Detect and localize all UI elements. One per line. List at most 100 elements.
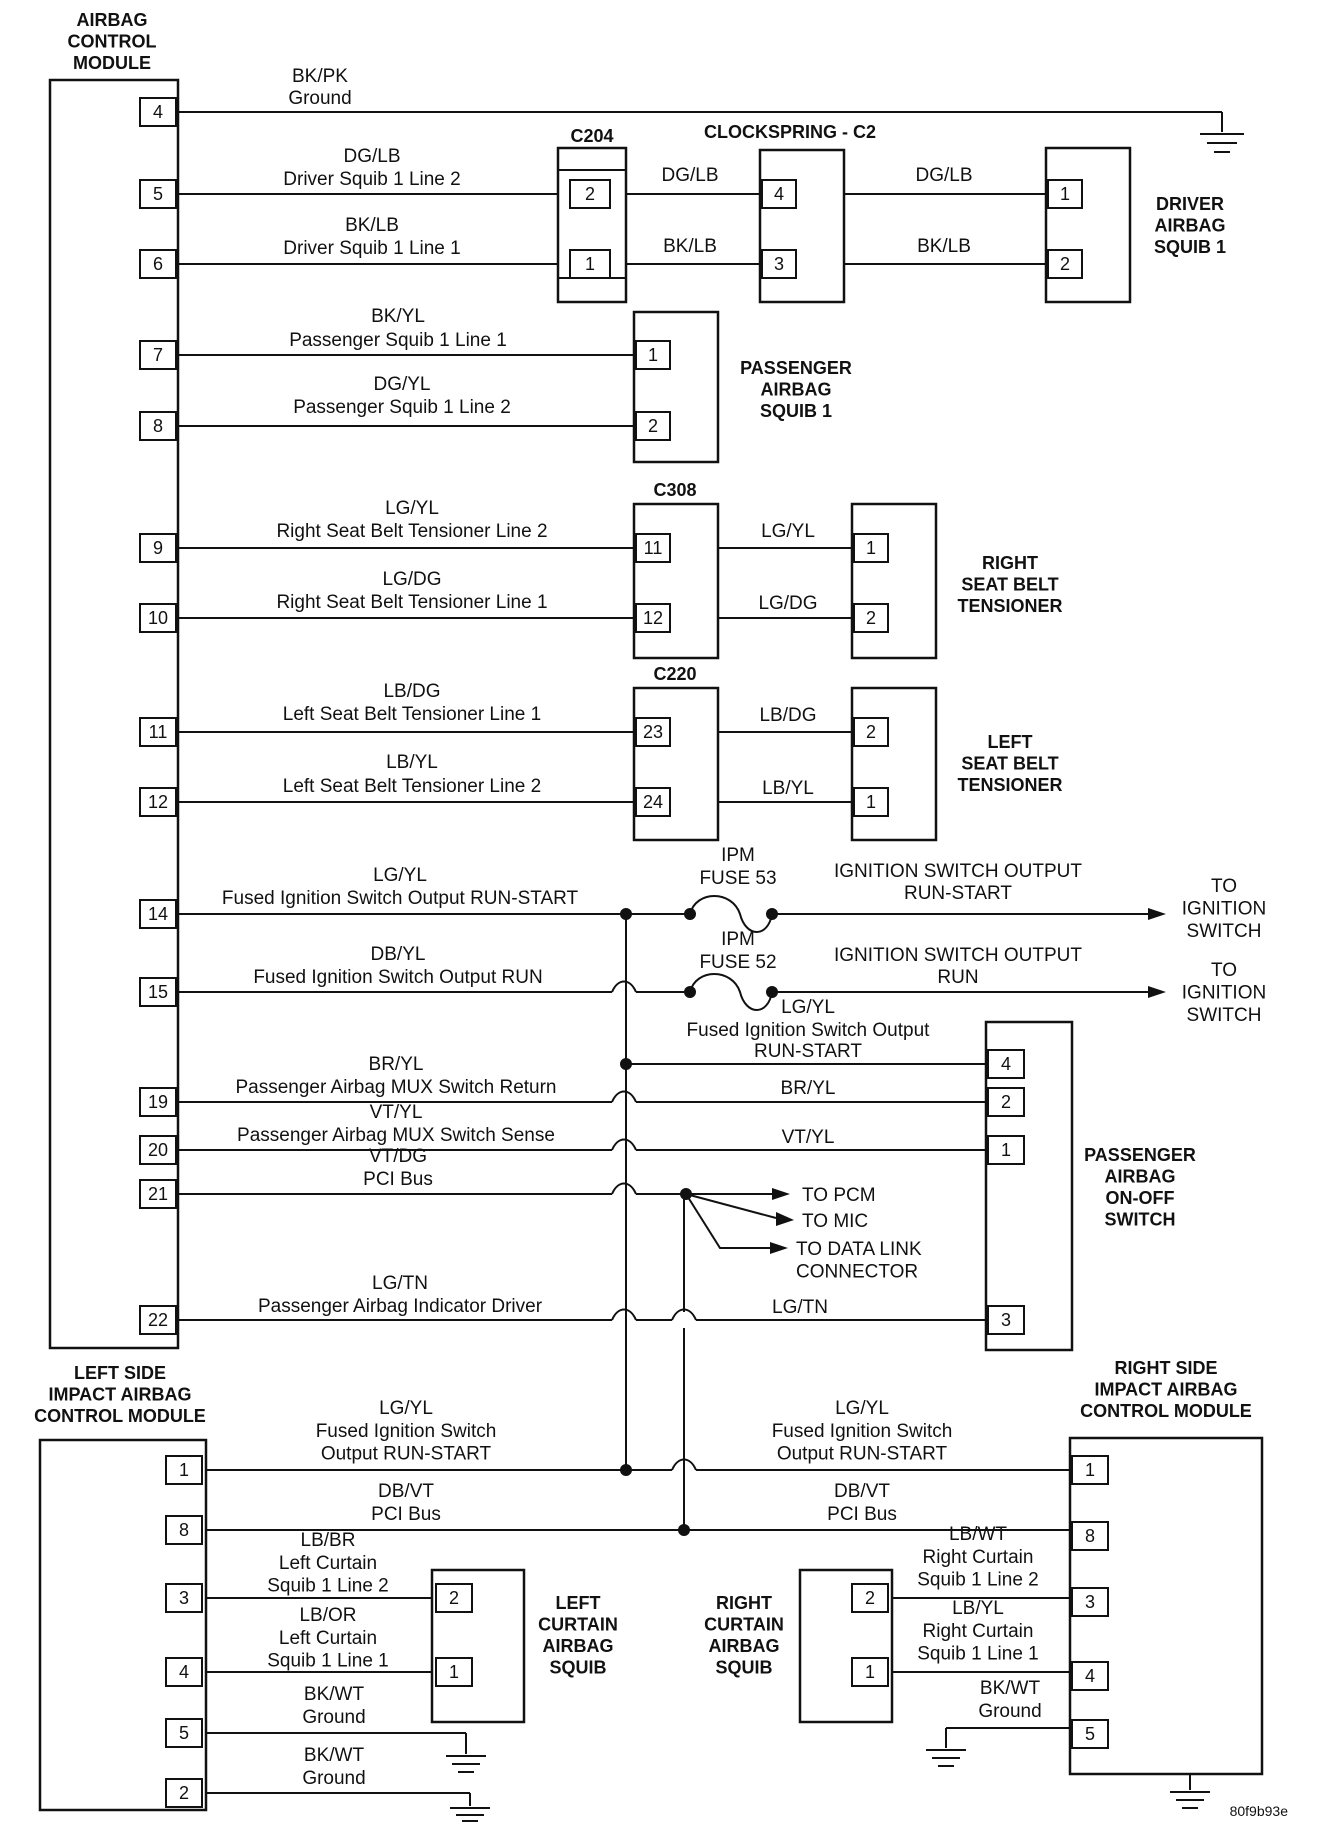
splice-dot	[678, 1524, 690, 1536]
c220-label: C220	[653, 664, 696, 684]
svg-text:22: 22	[148, 1310, 168, 1330]
svg-text:1: 1	[866, 538, 876, 558]
wire-color-label: LB/DG	[383, 681, 440, 702]
on-off-switch-pin-2: 2	[987, 1087, 1025, 1117]
on-off-switch-pin-4: 4	[987, 1049, 1025, 1079]
svg-text:11: 11	[644, 538, 663, 558]
svg-text:5: 5	[1085, 1724, 1095, 1744]
svg-text:21: 21	[148, 1184, 168, 1204]
svg-text:2: 2	[449, 1588, 459, 1608]
svg-text:5: 5	[153, 184, 163, 204]
svg-text:1: 1	[1001, 1140, 1011, 1160]
clockspring-pin-3: 3	[761, 249, 797, 279]
passenger-squib-pin-1: 1	[635, 340, 671, 370]
right-curtain-pin-2: 2	[851, 1583, 889, 1613]
right-siacm-pin-4: 4	[1071, 1661, 1109, 1691]
acm-pin-11: 11	[139, 717, 177, 747]
wire-color-label: LG/TN	[372, 1273, 428, 1294]
wire-color-label: DG/YL	[373, 374, 430, 395]
c308-pin-12: 12	[635, 603, 671, 633]
circuit-pin21-pci-bus: VT/DG PCI Bus TO PCM TO MIC TO DATA LINK…	[178, 1146, 922, 1283]
acm-pin-9: 9	[139, 533, 177, 563]
wire-color-label: LB/YL	[952, 1598, 1004, 1619]
splice-dot	[620, 1464, 632, 1476]
svg-text:1: 1	[1060, 184, 1070, 204]
c220-pin-23: 23	[635, 717, 671, 747]
svg-text:4: 4	[1085, 1666, 1095, 1686]
wire-color-label: LG/YL	[379, 1398, 433, 1419]
acm-pin-6: 6	[139, 249, 177, 279]
fuse-53-label: IPM	[721, 845, 755, 866]
svg-text:1: 1	[1085, 1460, 1095, 1480]
svg-text:4: 4	[179, 1662, 189, 1682]
circuit-pin5-driver-squib-line2: DG/LB Driver Squib 1 Line 2 DG/LB DG/LB	[178, 146, 1046, 195]
svg-text:14: 14	[148, 904, 168, 924]
splice-dot	[620, 1058, 632, 1070]
splice-dot	[620, 908, 632, 920]
wire-color-label: BK/PK	[292, 66, 348, 87]
left-siacm-pin-8: 8	[165, 1515, 203, 1545]
svg-text:2: 2	[648, 416, 658, 436]
svg-text:10: 10	[148, 608, 168, 628]
to-pcm-label: TO PCM	[802, 1185, 876, 1206]
svg-text:2: 2	[179, 1783, 189, 1803]
acm-pin-20: 20	[139, 1135, 177, 1165]
svg-text:3: 3	[1085, 1592, 1095, 1612]
fuse-terminal-dot	[766, 986, 778, 998]
circuit-description: Ground	[288, 88, 351, 109]
circuit-description: Right Seat Belt Tensioner Line 2	[276, 521, 547, 542]
circuit-description: Passenger Airbag Indicator Driver	[258, 1296, 543, 1317]
wire-color-label: LB/OR	[299, 1605, 356, 1626]
circuit-description: Right Seat Belt Tensioner Line 1	[276, 592, 547, 613]
wire-color-label: VT/DG	[369, 1146, 427, 1167]
acm-pin-4: 4	[139, 97, 177, 127]
left-tensioner-pin-1: 1	[853, 787, 889, 817]
acm-pin-21: 21	[139, 1179, 177, 1209]
wire-color-label: BK/YL	[371, 306, 425, 327]
c204-pin-1: 1	[569, 249, 611, 279]
svg-text:24: 24	[643, 792, 663, 812]
wire-color-label: LB/WT	[949, 1524, 1007, 1545]
svg-text:2: 2	[866, 608, 876, 628]
svg-text:2: 2	[865, 1588, 875, 1608]
fuse-52-number: FUSE 52	[699, 952, 776, 973]
c204-pin-2: 2	[569, 179, 611, 209]
svg-text:1: 1	[585, 254, 595, 274]
acm-pin-5: 5	[139, 179, 177, 209]
clockspring-label: CLOCKSPRING - C2	[704, 122, 876, 142]
circuit-description: RUN-START	[754, 1041, 862, 1062]
splice-dot	[680, 1188, 692, 1200]
svg-text:12: 12	[148, 792, 168, 812]
driver-squib-pin-1: 1	[1047, 179, 1083, 209]
circuit-left-ground-pin5: BK/WT Ground	[206, 1684, 486, 1773]
svg-text:1: 1	[866, 792, 876, 812]
circuit-description: PCI Bus	[371, 1504, 441, 1525]
wire-color-label: VT/YL	[782, 1127, 835, 1148]
svg-text:3: 3	[179, 1588, 189, 1608]
wire-color-label: LB/YL	[762, 778, 814, 799]
left-siacm-pin-1: 1	[165, 1455, 203, 1485]
c308-label: C308	[653, 480, 696, 500]
ignition-output-label: RUN-START	[904, 883, 1012, 904]
svg-text:15: 15	[148, 982, 168, 1002]
svg-text:1: 1	[865, 1662, 875, 1682]
svg-text:2: 2	[1001, 1092, 1011, 1112]
right-siacm-pin-3: 3	[1071, 1587, 1109, 1617]
svg-text:12: 12	[643, 608, 663, 628]
c308-pin-11: 11	[635, 533, 671, 563]
